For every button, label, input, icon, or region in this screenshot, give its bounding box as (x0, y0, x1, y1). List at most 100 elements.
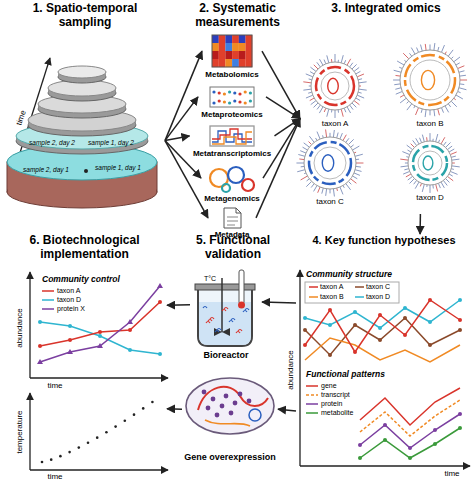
genome-circle-plots (449, 149, 454, 152)
item-label: Metatranscriptomics (190, 149, 275, 158)
genome-circle-plots (441, 45, 444, 52)
genome-circle-plots (401, 166, 409, 167)
implementation-chart (40, 322, 160, 354)
genome-circle-plots (298, 155, 305, 157)
genome-circle-plots (452, 159, 460, 161)
genome-circle-plots (314, 65, 318, 69)
genome-circle-plots (341, 55, 343, 63)
genome-circle-plots (351, 145, 354, 147)
genome-circle-plots (443, 180, 447, 185)
genome-circle-plots (405, 55, 455, 105)
genome-circle-plots (451, 101, 457, 107)
metabolomics-heatmap (246, 35, 253, 43)
hypotheses-chart (360, 400, 460, 436)
genome-circle-plots (438, 47, 439, 51)
genome-circle-plots (357, 74, 364, 77)
genome-circle-plots (396, 91, 403, 94)
genome-circle-plots (436, 184, 438, 191)
genome-circle-plots (436, 134, 438, 142)
genome-circle-plots (301, 176, 308, 180)
metabolomics-heatmap (212, 51, 219, 59)
metabolomics-heatmap (239, 35, 246, 43)
genome-circle-plots (448, 104, 450, 107)
implementation-chart (96, 436, 99, 439)
hypotheses-chart (458, 426, 462, 430)
chart-title: Community structure (306, 270, 392, 279)
hypotheses-chart (428, 343, 432, 347)
metadata-icon (236, 208, 241, 213)
bioreactor-drawing (239, 270, 244, 304)
metaproteomics-icon (212, 90, 215, 93)
bioreactor-drawing (222, 310, 226, 312)
step-title: 2. Systematic measurements (180, 2, 295, 30)
hypotheses-chart (428, 320, 432, 324)
genome-circle-plots (327, 55, 329, 62)
axis-label: time (47, 473, 62, 482)
implementation-chart (50, 458, 53, 461)
measurement-item: Metatranscriptomics (190, 125, 275, 158)
genome-circle-plots (330, 133, 331, 137)
genome-circle-plots (454, 57, 460, 62)
genome-circle-plots (340, 133, 342, 139)
legend-text: taxon A (320, 283, 343, 291)
hypotheses-chart (403, 316, 407, 320)
genome-circle-plots (445, 106, 449, 112)
implementation-chart (105, 431, 108, 434)
genome-circle-plots (402, 152, 409, 155)
bioreactor-drawing (221, 278, 223, 332)
genome-circle-plots (460, 75, 466, 77)
genome-circle-plots (413, 146, 447, 180)
item-label: Metabolomics (202, 70, 262, 79)
genome-circle-plots (441, 108, 443, 113)
genome-circle-plots (341, 109, 343, 117)
genome-circle-plots (420, 183, 421, 186)
genome-circle-plots (406, 174, 411, 177)
implementation-chart (30, 272, 168, 470)
hypotheses-chart (353, 310, 357, 314)
genome-circle-plots (425, 110, 427, 117)
genome-circle-plots (354, 67, 359, 71)
genome-circle-plots (297, 170, 305, 172)
genome-circle-plots (344, 60, 346, 64)
flow-arrow (256, 119, 300, 218)
genome-circle-plots (459, 88, 466, 90)
legend-text: gene (321, 382, 337, 390)
hypotheses-chart (383, 438, 387, 442)
metatranscriptomics-icon (212, 132, 252, 144)
genome-circle-plots (459, 71, 464, 72)
bioreactor-drawing (217, 329, 221, 331)
genome-circle-plots (296, 163, 304, 164)
metaproteomics-icon (233, 99, 236, 102)
genome-circle-plots (446, 142, 451, 147)
genome-circle-plots (450, 152, 456, 155)
genome-circle-plots (441, 182, 444, 188)
metagenomics-icon (210, 167, 254, 192)
genome-circle-plots (356, 166, 361, 168)
implementation-chart (38, 320, 42, 324)
step-panel: 3. Integrated omics (300, 2, 472, 214)
metabolomics-heatmap (219, 43, 226, 51)
bioreactor-drawing (210, 318, 214, 320)
genome-circle-plots (433, 110, 435, 116)
metabolomics-heatmap (239, 43, 246, 51)
implementation-chart (37, 359, 43, 364)
cell-drawing (238, 392, 243, 397)
metabolomics-heatmap (225, 59, 232, 67)
flow-arrow (165, 136, 190, 141)
metabolomics-heatmap (232, 51, 239, 59)
measurement-item: Metagenomics (201, 164, 263, 203)
cell-drawing (249, 409, 261, 421)
metabolomics-heatmap (239, 51, 246, 59)
genome-circle-plots (404, 169, 408, 170)
implementation-chart (127, 319, 133, 324)
genome-circle-plots (408, 150, 411, 152)
genome-circle-plots (400, 98, 406, 103)
hypotheses-chart (378, 338, 382, 342)
metaproteomics-icon (210, 87, 254, 107)
implementation-chart (158, 300, 162, 304)
flow-arrow (165, 51, 202, 141)
genome-circle-plots (299, 158, 304, 160)
genome-circle-plots (348, 181, 351, 184)
genome-circle-plots (449, 174, 453, 176)
hypotheses-chart (428, 298, 432, 302)
